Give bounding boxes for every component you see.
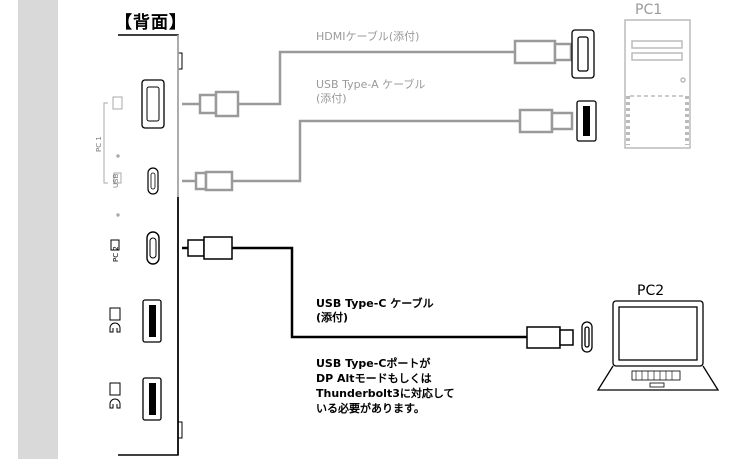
usb-c-cable xyxy=(182,236,574,349)
usbc-cable-label-line2: (添付) xyxy=(316,311,349,324)
pc2-label: PC2 xyxy=(637,283,665,299)
pc1-label: PC1 xyxy=(635,2,663,18)
usb-a-port-icon xyxy=(142,299,162,343)
note-line-1: USB Type-Cポートが xyxy=(316,357,431,370)
hdmi-cable-label: HDMIケーブル(添付) xyxy=(316,30,420,43)
usb-a-port-pc1-icon xyxy=(576,100,597,142)
headphone-icon xyxy=(109,307,121,333)
monitor-back-panel xyxy=(118,34,183,456)
note-line-3: Thunderbolt3に対応して xyxy=(316,387,455,400)
usb-c-port-laptop-icon xyxy=(581,321,593,353)
laptop-icon xyxy=(596,300,720,391)
requirement-note: USB Type-Cポートが DP Altモードもしくは Thunderbolt… xyxy=(316,356,455,416)
left-sidebar xyxy=(18,0,58,459)
usb-a-cable xyxy=(182,108,574,192)
usb-icon xyxy=(113,172,122,184)
monitor-icon xyxy=(112,96,123,110)
hdmi-port-icon xyxy=(141,79,165,129)
usb-c-port-pc2-icon xyxy=(146,231,160,265)
usbc-cable-label-line1: USB Type-C ケーブル xyxy=(316,297,434,310)
note-line-2: DP Altモードもしくは xyxy=(316,372,432,385)
pc-tower-icon xyxy=(624,19,691,149)
back-panel-title: 【背面】 xyxy=(115,13,187,33)
usb-c-port-pc1-icon xyxy=(147,167,159,195)
side-label-pc2: PC 2 xyxy=(112,246,120,262)
monitor-pc2-icon xyxy=(110,239,120,251)
usb-a-port-icon xyxy=(142,377,162,421)
note-line-4: いる必要があります。 xyxy=(316,402,425,415)
side-label-usb: USB xyxy=(112,173,120,188)
pc1-bracket xyxy=(103,102,120,217)
usba-cable-label-line1: USB Type-A ケーブル xyxy=(316,78,426,91)
hdmi-cable xyxy=(182,39,573,118)
usba-cable-label-line2: (添付) xyxy=(316,92,347,105)
headphone-icon xyxy=(109,382,121,409)
side-label-pc1: PC 1 xyxy=(95,136,103,152)
hdmi-port-pc1-icon xyxy=(571,29,595,79)
